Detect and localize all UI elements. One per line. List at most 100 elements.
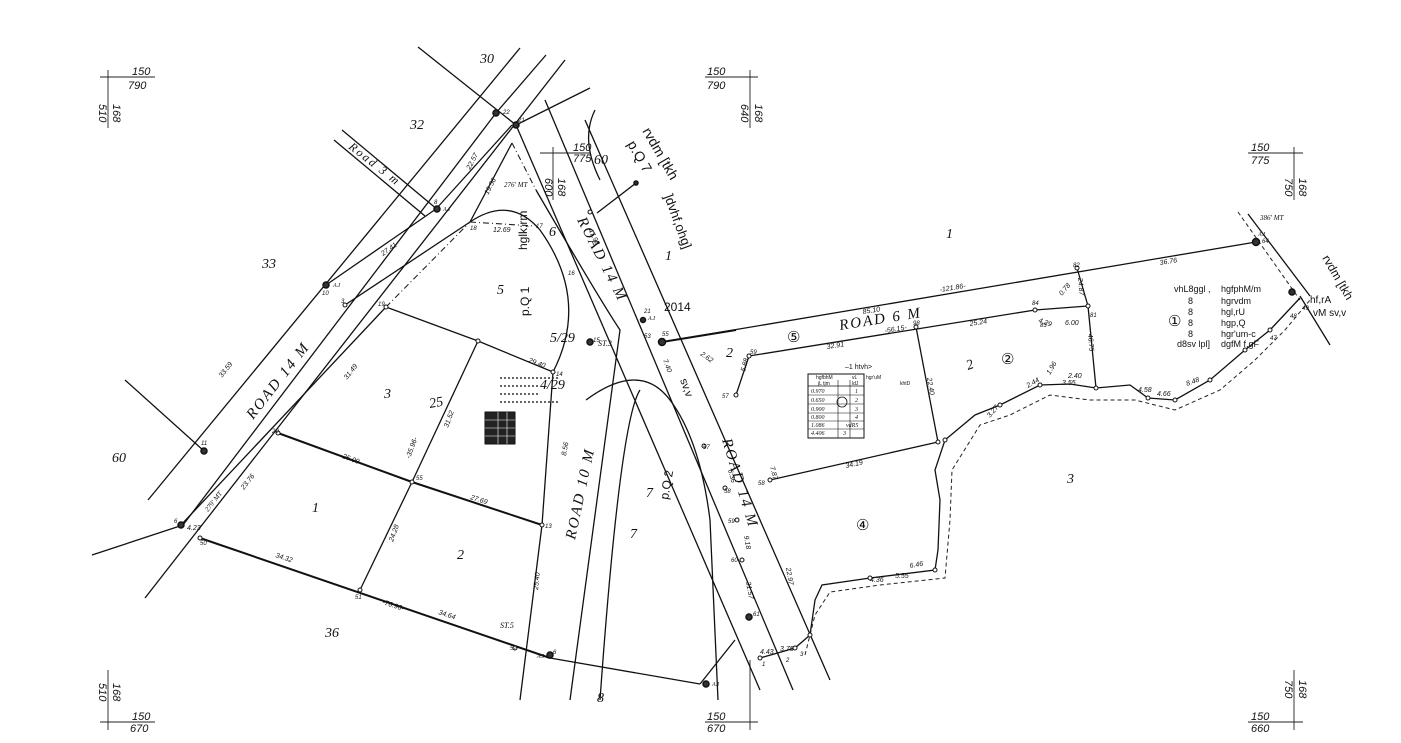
measure: 6.00 (1065, 320, 1079, 327)
table-cell: 3 (842, 431, 846, 437)
label-ai: A.I (711, 682, 720, 688)
area-table: –1 htvh> hgfbhM vL hgr'uM jL tjm ldJ kht… (807, 364, 911, 439)
grid-label: 168 (110, 104, 122, 123)
road-3 (333, 129, 439, 217)
grid-label: 150 (707, 66, 726, 78)
parcel-60-top: 60 (594, 153, 608, 168)
road-10-right-edge (535, 189, 621, 701)
annotations: rvdm [tkh p.Q 7 ]dvhf,ohg] p.Q 1 hglk;rm… (203, 125, 1356, 689)
measure: 25.24 (968, 318, 987, 328)
road-14-right-label: ROAD 14 M (718, 436, 761, 531)
measure: 19.56 (484, 177, 498, 196)
point-label: 6 (174, 519, 178, 525)
point-label: 53 (644, 334, 651, 340)
measure: 2.62 (698, 350, 714, 364)
point-label: 11 (201, 441, 207, 447)
parcel-3-right: 3 (1066, 472, 1074, 487)
point-label: 59 (728, 519, 735, 525)
measure: 22.40 (925, 376, 935, 396)
label-ai: A.I (536, 654, 545, 660)
table-cell: 0.900 (811, 407, 825, 413)
label-st3: ST.3 (598, 339, 612, 348)
parcel-5: 5 (497, 283, 504, 298)
parcel-36: 36 (324, 626, 339, 641)
parcel-8: 8 (597, 691, 604, 706)
label-st5: ST.5 (500, 621, 514, 630)
legend-symbol: 8 (1188, 318, 1193, 328)
measure: 36.76 (1159, 257, 1178, 267)
grid-label: 168 (1296, 680, 1308, 699)
parcel-1-center: 1 (665, 249, 672, 264)
grid-marker-bottom-left: 150 670 168 510 (96, 670, 155, 735)
measure: 4.43 (760, 649, 774, 656)
grid-label: 150 (1251, 142, 1270, 154)
legend-text: hgr'um-c (1221, 329, 1256, 339)
label-jdvhf: ]dvhf,ohg] (661, 192, 695, 251)
label-pq2: p.Q 2 (657, 469, 676, 501)
measure: 23.76 (239, 473, 256, 492)
measure: 33.59 (218, 361, 234, 379)
road-6 (661, 241, 1257, 481)
parcel-6: 6 (549, 225, 556, 240)
grid-label: 750 (1282, 680, 1294, 699)
boundary-creek-offset (804, 299, 1311, 656)
legend-symbol: 8 (1188, 329, 1193, 339)
circled-5: ⑤ (787, 329, 800, 346)
label-svv: sv,v (677, 377, 695, 399)
measure: 4.29 (1037, 317, 1052, 328)
point-label: 2 (785, 658, 790, 664)
point-label: 3 (800, 652, 804, 658)
label-hfra: hf,rA (1310, 295, 1331, 306)
measure: 4.36 (870, 577, 884, 584)
label-ai: A.I (442, 207, 451, 213)
measure: 85.10 (862, 306, 881, 316)
measure: 7.87 (768, 466, 779, 482)
parcel-numbers: 30 32 33 60 36 60 1 1 1 2 3 5 6 7 7 8 2 … (112, 52, 1181, 706)
grid-marker-top-center: 150 790 168 640 (705, 66, 764, 128)
point-label: 10 (322, 291, 329, 297)
road-14-center-label: ROAD 14 M (573, 214, 630, 305)
road-curve-left (599, 389, 641, 701)
road-curve-inner (585, 379, 719, 701)
grid-label: 670 (130, 723, 149, 735)
legend-text: hgfphM/m (1221, 284, 1261, 294)
measure: 31.57 (744, 581, 754, 601)
grid-label: 510 (96, 683, 108, 702)
table-header: ldJ (852, 381, 859, 387)
parcel-2-right: 2 (964, 357, 976, 373)
point-label: 57 (703, 445, 710, 451)
point-label: 47 (1270, 336, 1277, 342)
circled-1: ① (1168, 313, 1181, 330)
measure: 6.36 (726, 469, 736, 484)
point-label: 84 (1032, 301, 1039, 307)
measure: 1.96 (1046, 361, 1059, 376)
measure: -35.96- (405, 436, 419, 460)
road-14-left (91, 46, 591, 599)
leader-pq7 (596, 182, 637, 214)
label-ai: A.I (332, 283, 341, 289)
grid-label: 150 (707, 711, 726, 723)
road-10-left-edge (469, 209, 570, 701)
table-header: vL (852, 375, 858, 381)
point-label: 6 (553, 650, 557, 656)
measure: 5.55 (895, 573, 909, 580)
point-label: 18 (470, 226, 477, 232)
measure: 34.32 (274, 552, 293, 564)
point-label: 8 (434, 200, 438, 206)
point-label: 1 (762, 662, 765, 668)
grid-label: 640 (738, 104, 750, 123)
point-label: 61 (753, 612, 760, 618)
point-label: 98 (913, 321, 920, 327)
legend-symbol: 8 (1188, 296, 1193, 306)
table-cell: 1.086 (811, 423, 825, 429)
measure: -56.15- (884, 324, 908, 334)
point-label: 21 (643, 309, 651, 315)
measure: 32.91 (826, 341, 845, 351)
grid-marker-top-right: 150 775 168 750 (1248, 142, 1308, 200)
table-cell: 4 (855, 414, 858, 421)
parcel-30: 30 (479, 52, 494, 67)
grid-label: 150 (573, 142, 592, 154)
grid-label: 168 (752, 104, 764, 123)
road-14-left-label: ROAD 14 M (243, 339, 313, 423)
table-header: hgr'uM (866, 375, 881, 381)
